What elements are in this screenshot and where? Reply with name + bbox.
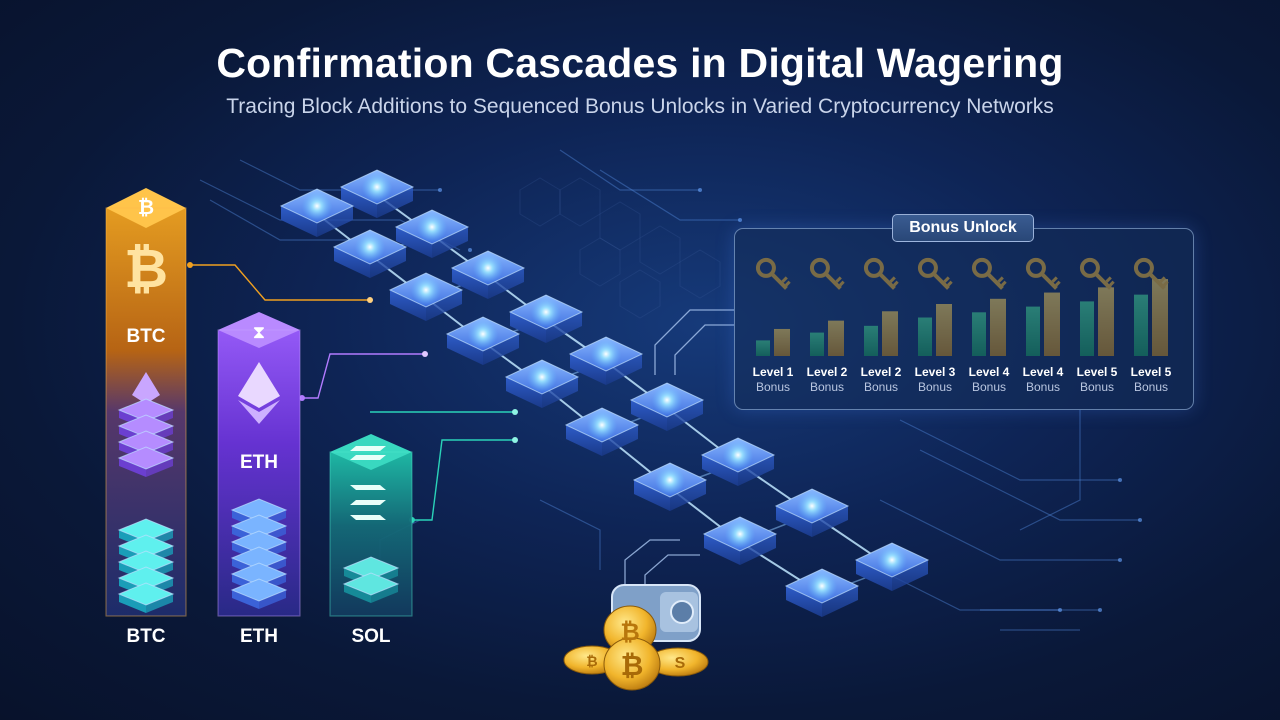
solana-icon [350, 446, 386, 520]
block-12 [564, 407, 640, 456]
sol-tower [329, 434, 413, 617]
bonus-level-sublabel: Bonus [1133, 380, 1169, 394]
bonus-level-sublabel: Bonus [863, 380, 899, 394]
block-11 [629, 382, 705, 431]
bitcoin-icon: ₿ [138, 197, 154, 219]
page-subtitle: Tracing Block Additions to Sequenced Bon… [226, 95, 1054, 118]
btc-cyan-stack-layer-2 [117, 534, 175, 565]
circuit-dots [438, 188, 1142, 612]
eth-top-label: ETH [240, 452, 278, 473]
bonus-level-sublabel: Bonus [809, 380, 845, 394]
block-6 [388, 272, 464, 321]
coin-stack-icon: ₿ ₿ ₿ S [563, 584, 709, 691]
block-3 [394, 209, 470, 258]
block-5 [450, 250, 526, 299]
bonus-level-label: Level 3 [914, 365, 956, 379]
btc-purple-stack [117, 398, 175, 477]
block-7 [508, 294, 584, 343]
bonus-level-label: Level 5 [1130, 365, 1172, 379]
hex-grid [519, 177, 721, 319]
chain-connectors [190, 264, 515, 521]
block-17 [854, 542, 930, 591]
block-10 [504, 359, 580, 408]
ethereum-icon [238, 362, 280, 424]
btc-purple-stack-layer-4 [117, 446, 175, 477]
svg-text:₿: ₿ [621, 650, 644, 681]
block-15 [774, 488, 850, 537]
eth-tower: ⧗ [217, 312, 301, 617]
block-1 [339, 169, 415, 218]
btc-cyan-stack-layer-4 [117, 566, 175, 597]
bitcoin-icon: ₿ [124, 239, 168, 299]
bonus-level-sublabel: Bonus [1079, 380, 1115, 394]
btc-cyan-stack-layer-5 [117, 582, 175, 613]
eth-block-stack [230, 498, 288, 609]
bonus-level-sublabel: Bonus [917, 380, 953, 394]
sol-bottom-label: SOL [351, 626, 391, 647]
bonus-level-sublabel: Bonus [971, 380, 1007, 394]
block-2 [279, 188, 355, 237]
eth-block-stack-layer-6 [230, 578, 288, 609]
btc-top-label: BTC [126, 326, 166, 347]
circuit-traces [199, 149, 1140, 631]
page-title: Confirmation Cascades in Digital Wagerin… [216, 40, 1064, 86]
block-18 [784, 568, 860, 617]
btc-purple-stack-layer-2 [117, 414, 175, 445]
ethereum-icon [132, 372, 160, 404]
block-13 [700, 437, 776, 486]
block-8 [445, 316, 521, 365]
block-9 [568, 336, 644, 385]
bonus-level-label: Level 2 [806, 365, 848, 379]
block-4 [332, 229, 408, 278]
bonus-level-sublabel: Bonus [1025, 380, 1061, 394]
svg-text:₿: ₿ [586, 653, 597, 669]
sol-block-stack-layer-2 [342, 572, 400, 603]
bonus-level-label: Level 4 [1022, 365, 1064, 379]
bonus-level-label: Level 5 [1076, 365, 1118, 379]
btc-bottom-label: BTC [126, 626, 166, 647]
bonus-unlock-title: Bonus Unlock [892, 214, 1034, 242]
eth-bottom-label: ETH [240, 626, 278, 647]
ethereum-icon: ⧗ [253, 322, 266, 343]
block-14 [632, 462, 708, 511]
svg-text:₿: ₿ [620, 619, 640, 646]
block-cascade [279, 169, 930, 617]
block-16 [702, 516, 778, 565]
btc-tower: ₿ ₿ [105, 188, 187, 617]
bonus-level-label: Level 2 [860, 365, 902, 379]
bonus-level-label: Level 4 [968, 365, 1010, 379]
btc-cyan-stack [117, 518, 175, 613]
bonus-level-label: Level 1 [752, 365, 794, 379]
bonus-level-sublabel: Bonus [755, 380, 791, 394]
sol-block-stack [342, 556, 400, 603]
bonus-unlock-panel [734, 228, 1194, 410]
svg-text:S: S [675, 655, 686, 672]
